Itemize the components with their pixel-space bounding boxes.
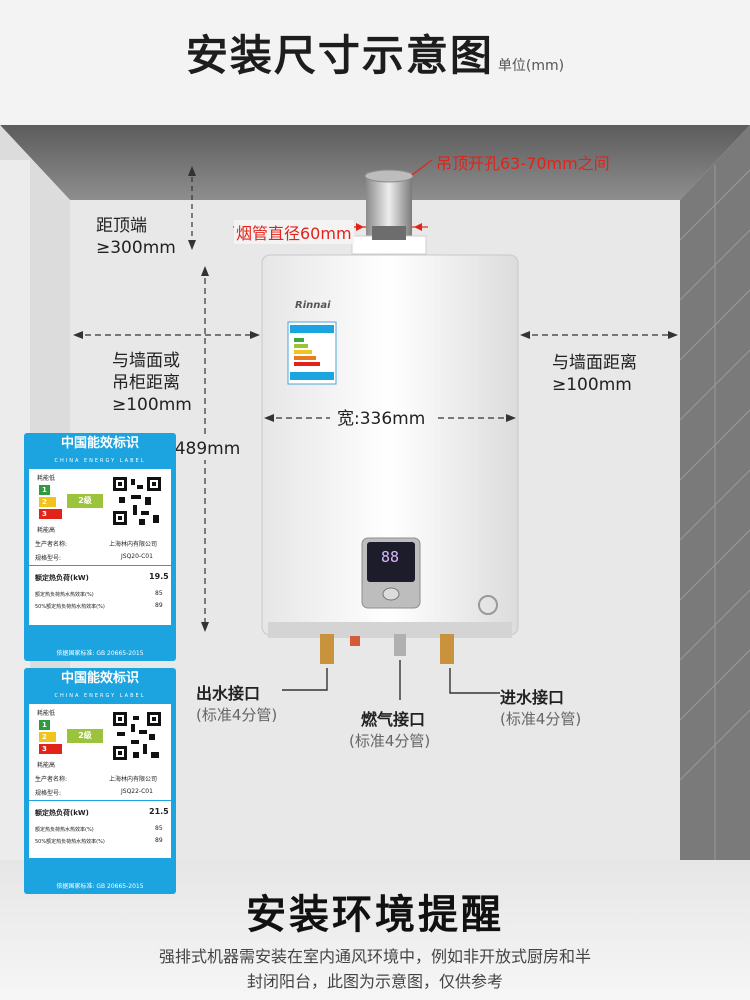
qr-code bbox=[111, 475, 163, 527]
energy-label-standard: 依据国家标准: GB 20665-2015 bbox=[56, 883, 144, 890]
bottom-title: 安装环境提醒 bbox=[246, 892, 504, 938]
inlet-port-label: 进水接口 (标准4分管) bbox=[500, 688, 582, 728]
flue-diameter-note: 烟管直径60mm bbox=[234, 220, 354, 244]
brand-logo: Rinnai bbox=[295, 300, 331, 311]
energy-label-header: 中国能效标识 bbox=[60, 671, 139, 686]
grade-badge: 2级 bbox=[67, 729, 103, 743]
right-clearance: 与墙面距离 ≥100mm bbox=[552, 353, 637, 395]
energy-label-header-en: CHINA ENERGY LABEL bbox=[54, 458, 146, 464]
inlet-port bbox=[440, 634, 454, 664]
energy-label-header-en: CHINA ENERGY LABEL bbox=[54, 693, 146, 699]
top-clearance: 距顶端 ≥300mm bbox=[96, 216, 176, 258]
ceiling bbox=[0, 125, 750, 200]
energy-label-standard: 依据国家标准: GB 20665-2015 bbox=[56, 650, 144, 657]
installation-note: 强排式机器需安装在室内通风环境中，例如非开放式厨房和半 封闭阳台，此图为示意图，… bbox=[158, 947, 591, 991]
left-clearance: 与墙面或 吊柜距离 ≥100mm bbox=[112, 351, 192, 415]
width-dimension: 宽:336mm bbox=[337, 409, 426, 429]
page-title: 安装尺寸示意图单位(mm) bbox=[185, 31, 565, 80]
display-readout: 88 bbox=[381, 548, 400, 566]
grade-badge: 2级 bbox=[67, 494, 103, 508]
energy-label-header: 中国能效标识 bbox=[60, 436, 139, 451]
gas-port-label: 燃气接口 (标准4分管) bbox=[349, 710, 431, 750]
outlet-port bbox=[320, 634, 334, 664]
energy-label-2: 中国能效标识 CHINA ENERGY LABEL 耗能低 1 2 3 2级 耗… bbox=[24, 668, 176, 894]
unit-label: 单位(mm) bbox=[497, 58, 565, 74]
qr-code bbox=[111, 710, 163, 762]
gas-port bbox=[394, 634, 406, 656]
outlet-port-label: 出水接口 (标准4分管) bbox=[196, 684, 278, 724]
ceiling-hole-note: 吊顶开孔63-70mm之间 bbox=[436, 154, 610, 173]
energy-label-1: 中国能效标识 CHINA ENERGY LABEL 耗能低 1 2 3 2级 耗… bbox=[24, 433, 176, 661]
